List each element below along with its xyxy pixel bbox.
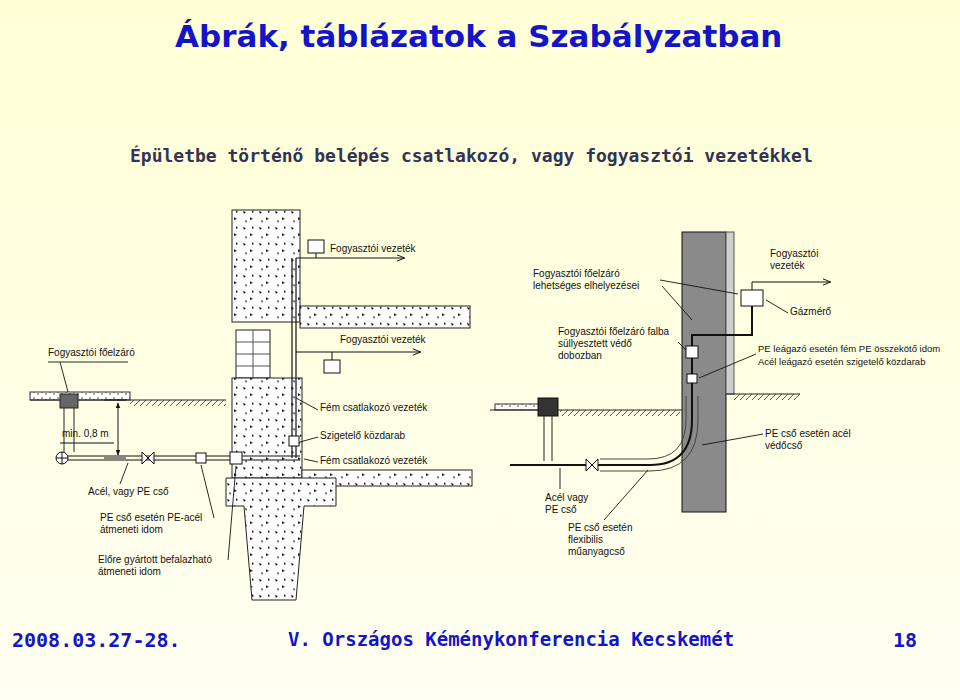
left-building [226, 210, 472, 600]
right-leader-lines [560, 280, 788, 520]
callout-label: PE cső esetén acél védőcső [765, 428, 860, 452]
right-building [682, 232, 734, 512]
callout-label: Gázmérő [790, 306, 831, 318]
footer-event: V. Országos Kéménykonferencia Kecskemét [288, 628, 734, 651]
left-ground [30, 392, 226, 452]
callout-label: Szigetelő közdarab [320, 430, 405, 442]
callout-label: Fogyasztói főelzáró [48, 347, 135, 359]
callout-label: Acél vagy PE cső [545, 492, 600, 516]
callout-label: Fém csatlakozó vezeték [320, 455, 427, 467]
callout-label: PE leágazó esetén fém PE összekötő idom [758, 343, 940, 354]
callout-label: Fogyasztói vezeték [770, 248, 830, 272]
callout-label: Fogyasztói főelzáró falba süllyesztett v… [558, 326, 676, 362]
slide-subtitle: Épületbe történő belépés csatlakozó, vag… [130, 145, 813, 167]
dimension-label: min. 0,8 m [62, 428, 109, 440]
callout-label: Acél leágazó esetén szigetelő közdarab [758, 356, 925, 367]
callout-label: Acél, vagy PE cső [88, 486, 169, 498]
footer-date: 2008.03.27-28. [12, 628, 181, 652]
callout-label: Fogyasztói vezeték [330, 243, 416, 255]
callout-label: Fém csatlakozó vezeték [320, 402, 427, 414]
page-number: 18 [893, 628, 917, 652]
callout-label: Fogyasztói vezeték [340, 334, 426, 346]
slide-title: Ábrák, táblázatok a Szabályzatban [175, 18, 782, 55]
left-dimension [60, 400, 126, 458]
callout-label: PE cső esetén flexibilis műanyagcső [568, 522, 643, 558]
right-ground [490, 394, 800, 461]
left-leader-lines [48, 362, 318, 560]
callout-label: Fogyasztói főelzáró lehetséges elhelyezé… [533, 268, 658, 292]
callout-label: Előre gyártott befalazható átmeneti idom [98, 554, 233, 578]
callout-label: PE cső esetén PE-acél átmeneti idom [100, 512, 212, 536]
